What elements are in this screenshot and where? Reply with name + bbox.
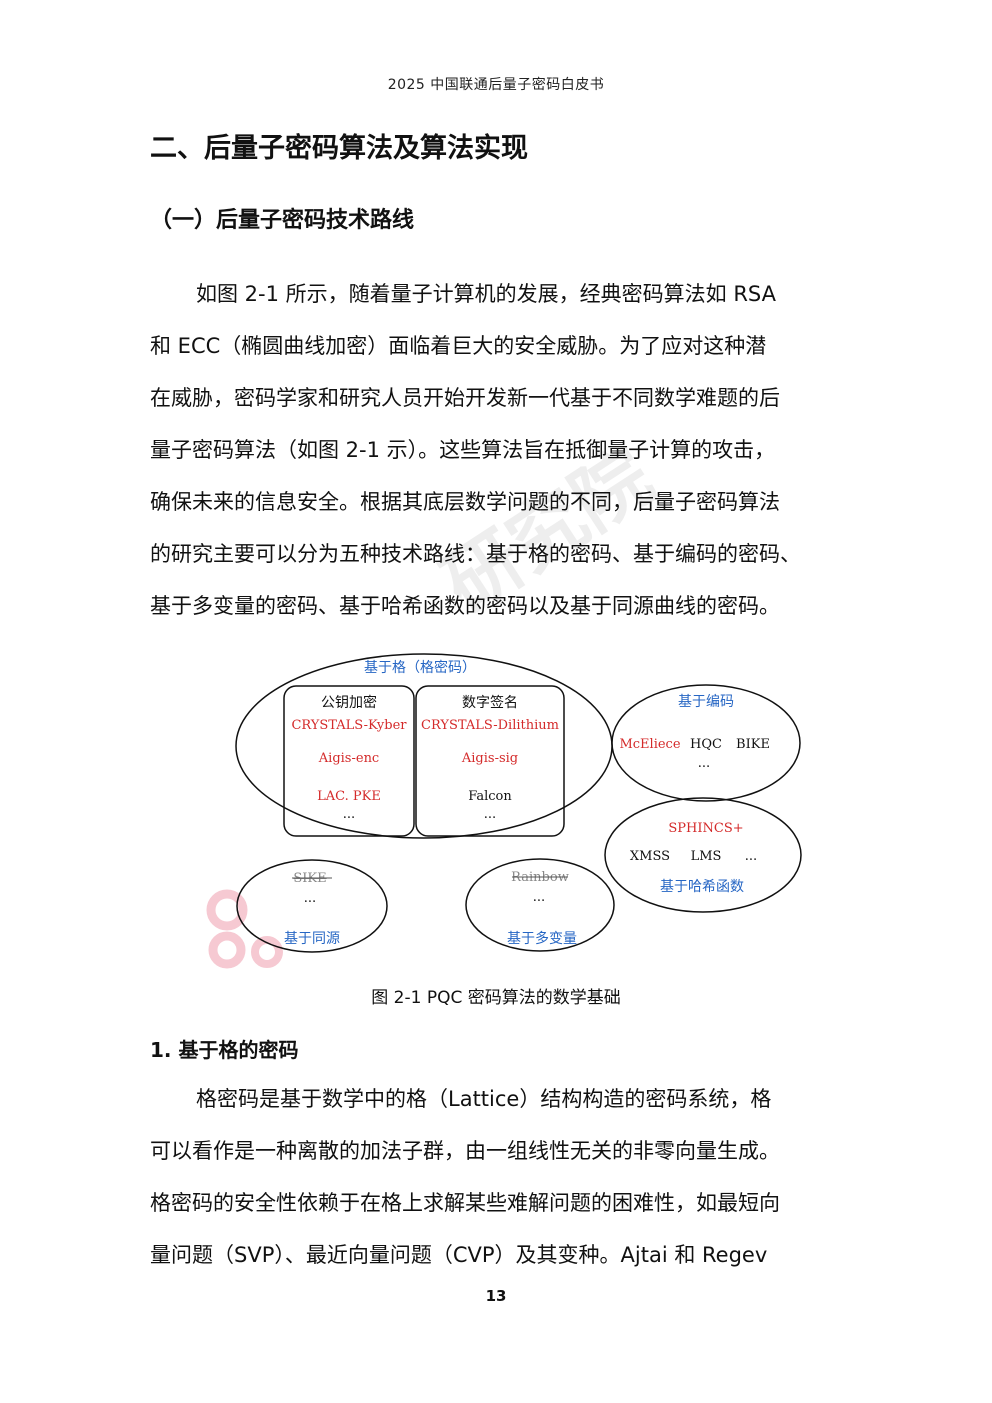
section-title: 二、后量子密码算法及算法实现: [150, 133, 528, 164]
paragraph-line: 在威胁，密码学家和研究人员开始开发新一代基于不同数学难题的后: [150, 386, 780, 410]
code-item: HQC: [690, 737, 722, 752]
subsection-title: （一）后量子密码技术路线: [150, 208, 415, 233]
multivariate-more: ...: [533, 890, 545, 905]
lattice-ellipse: [235, 653, 613, 839]
paragraph-line: 量问题（SVP）、最近向量问题（CVP）及其变种。Ajtai 和 Regev: [150, 1243, 768, 1267]
hash-title: 基于哈希函数: [660, 878, 744, 895]
kem-more: ...: [343, 807, 355, 822]
logo-mark-icon: [206, 889, 283, 969]
lattice-title: 基于格（格密码）: [364, 659, 476, 676]
code-more: ...: [698, 756, 710, 771]
kem-item: Aigis-enc: [318, 751, 379, 766]
paragraph-line: 格密码的安全性依赖于在格上求解某些难解问题的困难性，如最短向: [150, 1191, 780, 1215]
sig-title: 数字签名: [462, 694, 518, 711]
isogeny-ellipse: [236, 859, 388, 953]
hash-item: XMSS: [630, 849, 670, 864]
paragraph-line: 量子密码算法（如图 2-1 示）。这些算法旨在抵御量子计算的攻击，: [150, 438, 776, 462]
paragraph-line: 基于多变量的密码、基于哈希函数的密码以及基于同源曲线的密码。: [150, 594, 780, 618]
paragraph-line: 确保未来的信息安全。根据其底层数学问题的不同，后量子密码算法: [150, 490, 780, 514]
hash-top: SPHINCS+: [668, 821, 743, 836]
page-number: 13: [485, 1287, 507, 1305]
sig-item: Aigis-sig: [461, 751, 518, 766]
paragraph-intro: 如图 2-1 所示，随着量子计算机的发展，经典密码算法如 RSA 和 ECC（椭…: [150, 268, 842, 632]
isogeny-more: ...: [304, 891, 316, 906]
sig-box: [415, 685, 565, 837]
pqc-diagram: 基于格（格密码） 公钥加密 CRYSTALS-Kyber Aigis-enc L…: [235, 653, 802, 953]
hash-item: LMS: [691, 849, 722, 864]
multivariate-title: 基于多变量: [507, 930, 577, 947]
kem-item: CRYSTALS-Kyber: [291, 718, 407, 733]
paragraph-line: 和 ECC（椭圆曲线加密）面临着巨大的安全威胁。为了应对这种潜: [150, 334, 767, 358]
subheading: 1. 基于格的密码: [150, 1038, 299, 1062]
sig-more: ...: [484, 807, 496, 822]
isogeny-title: 基于同源: [284, 930, 340, 947]
paragraph-line: 如图 2-1 所示，随着量子计算机的发展，经典密码算法如 RSA: [196, 282, 776, 306]
code-title: 基于编码: [678, 693, 734, 710]
hash-ellipse: [604, 797, 802, 913]
paragraph-lattice: 格密码是基于数学中的格（Lattice）结构构造的密码系统，格 可以看作是一种离…: [150, 1073, 842, 1281]
figure-caption: 图 2-1 PQC 密码算法的数学基础: [371, 988, 621, 1008]
kem-title: 公钥加密: [321, 694, 377, 711]
multivariate-ellipse: [465, 858, 615, 952]
page-header: 2025 中国联通后量子密码白皮书: [387, 77, 605, 93]
paragraph-line: 格密码是基于数学中的格（Lattice）结构构造的密码系统，格: [196, 1087, 772, 1111]
code-item: McEliece: [619, 737, 680, 752]
kem-box: [283, 685, 415, 837]
sig-item: Falcon: [468, 789, 512, 804]
sig-item: CRYSTALS-Dilithium: [421, 718, 559, 733]
paragraph-line: 的研究主要可以分为五种技术路线：基于格的密码、基于编码的密码、: [150, 542, 801, 566]
code-item: BIKE: [736, 737, 770, 752]
hash-item: ...: [745, 849, 757, 864]
code-ellipse: [611, 684, 801, 802]
kem-item: LAC. PKE: [317, 789, 381, 804]
paragraph-line: 可以看作是一种离散的加法子群，由一组线性无关的非零向量生成。: [150, 1139, 780, 1163]
